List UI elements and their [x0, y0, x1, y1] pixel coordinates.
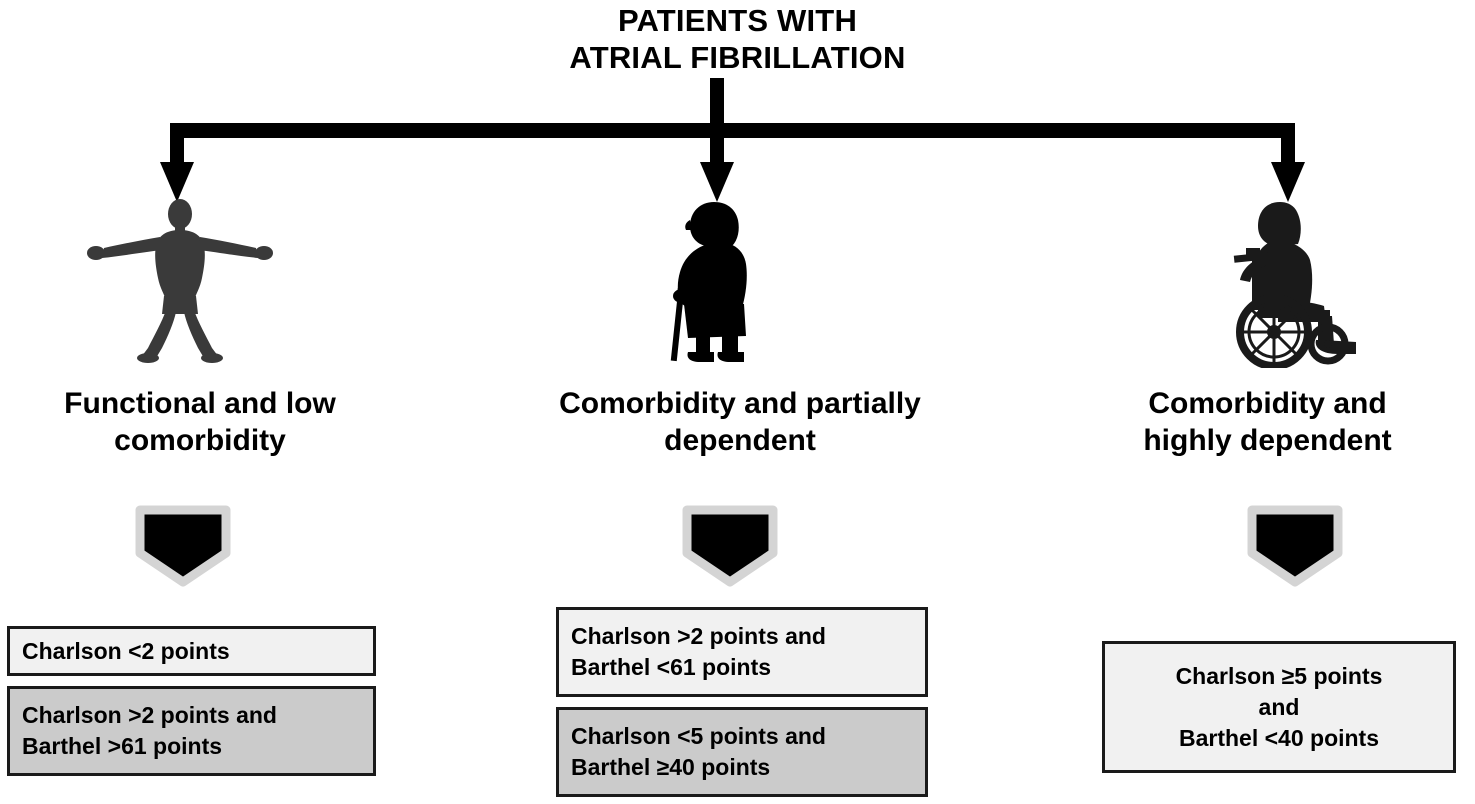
group-column-partially-dependent: Comorbidity and partially dependent Char…	[470, 0, 1010, 804]
criteria-box: Charlson <5 points and Barthel ≥40 point…	[556, 707, 928, 797]
criteria-box: Charlson >2 points and Barthel <61 point…	[556, 607, 928, 697]
criteria-line: Charlson ≥5 points	[1175, 662, 1383, 689]
criteria-line: Charlson >2 points and	[571, 623, 826, 649]
heading-line-2: highly dependent	[1143, 424, 1392, 457]
heading-line-1: Comorbidity and partially	[559, 387, 921, 420]
criteria-line: Barthel <40 points	[1178, 724, 1380, 751]
pentagon-down-arrow	[135, 505, 231, 587]
title-line-1: PATIENTS WITH	[617, 3, 858, 38]
criteria-line: Charlson >2 points and	[22, 702, 277, 728]
pentagon-down-arrow	[682, 505, 778, 587]
page-title: PATIENTS WITH ATRIAL FIBRILLATION	[0, 2, 1475, 76]
heading-line-2: dependent	[664, 424, 816, 457]
criteria-line: Barthel >61 points	[22, 733, 223, 759]
criteria-line: Charlson <5 points and	[571, 723, 826, 749]
wheelchair-user-icon	[1233, 202, 1356, 368]
heading-line-2: comorbidity	[114, 424, 286, 457]
elderly-person-with-cane-icon	[670, 202, 747, 362]
criteria-box: Charlson >2 points and Barthel >61 point…	[7, 686, 376, 776]
group-column-highly-dependent: Comorbidity and highly dependent Charlso…	[1060, 0, 1475, 804]
criteria-line: Barthel <61 points	[571, 654, 772, 680]
athletic-person-icon	[87, 199, 273, 363]
criteria-line: Barthel ≥40 points	[571, 754, 771, 780]
criteria-box: Charlson ≥5 points and Barthel <40 point…	[1102, 641, 1456, 773]
pentagon-down-arrow	[1247, 505, 1343, 587]
criteria-box: Charlson <2 points	[7, 626, 376, 676]
group-heading-partially-dependent: Comorbidity and partially dependent	[470, 385, 1010, 459]
group-heading-functional: Functional and low comorbidity	[0, 385, 400, 459]
title-line-2: ATRIAL FIBRILLATION	[569, 40, 906, 75]
heading-line-1: Functional and low	[64, 387, 336, 420]
group-column-functional: Functional and low comorbidity Charlson …	[0, 0, 400, 804]
heading-line-1: Comorbidity and	[1148, 387, 1387, 420]
criteria-line: Charlson <2 points	[22, 637, 230, 664]
criteria-line: and	[1258, 693, 1300, 720]
group-heading-highly-dependent: Comorbidity and highly dependent	[1060, 385, 1475, 459]
